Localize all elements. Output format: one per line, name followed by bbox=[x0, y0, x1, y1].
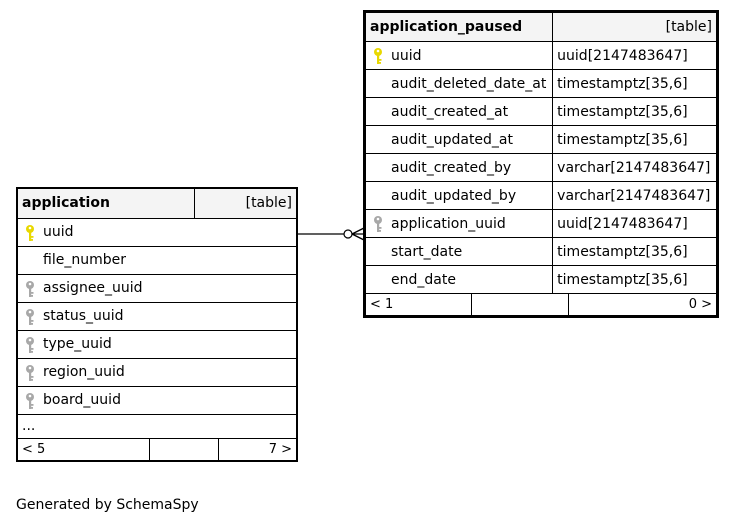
table-name: application bbox=[16, 187, 196, 219]
column-label: audit_updated_at bbox=[391, 131, 514, 148]
table-name: application_paused bbox=[363, 11, 554, 42]
children-count: 0 > bbox=[688, 297, 712, 312]
column-row: board_uuid bbox=[16, 385, 298, 415]
column-name: type_uuid bbox=[16, 329, 298, 359]
column-name: region_uuid bbox=[16, 357, 298, 387]
table-kind: [table] bbox=[194, 187, 298, 219]
column-name: uuid bbox=[363, 41, 554, 70]
primary-key-icon bbox=[24, 224, 36, 242]
column-row: uuid bbox=[16, 217, 298, 247]
column-row: audit_updated_at timestamptz[35,6] bbox=[363, 125, 718, 154]
column-label: audit_updated_by bbox=[391, 187, 517, 204]
column-name: application_uuid bbox=[363, 209, 554, 238]
column-name: audit_deleted_date_at bbox=[363, 69, 554, 98]
column-type: timestamptz[35,6] bbox=[552, 265, 718, 294]
column-name: audit_created_at bbox=[363, 97, 554, 126]
column-row: audit_created_by varchar[2147483647] bbox=[363, 153, 718, 182]
column-row: start_date timestamptz[35,6] bbox=[363, 237, 718, 266]
column-label: audit_created_at bbox=[391, 103, 509, 120]
column-row: file_number bbox=[16, 245, 298, 275]
column-type: uuid[2147483647] bbox=[552, 209, 718, 238]
parents-count: < 5 bbox=[18, 438, 150, 460]
column-row: end_date timestamptz[35,6] bbox=[363, 265, 718, 294]
column-label: status_uuid bbox=[43, 308, 124, 324]
column-row: uuid uuid[2147483647] bbox=[363, 41, 718, 70]
application-paused-table: application_paused [table] uuid uuid[2147… bbox=[363, 10, 719, 318]
column-name: audit_updated_at bbox=[363, 125, 554, 154]
column-type: varchar[2147483647] bbox=[552, 153, 718, 182]
column-name: assignee_uuid bbox=[16, 273, 298, 303]
column-label: start_date bbox=[391, 243, 463, 260]
column-row: type_uuid bbox=[16, 329, 298, 359]
column-label: uuid bbox=[391, 47, 422, 64]
parents-count: < 1 bbox=[366, 294, 472, 315]
more-columns-row: ... bbox=[16, 413, 298, 439]
column-row: audit_created_at timestamptz[35,6] bbox=[363, 97, 718, 126]
column-label: board_uuid bbox=[43, 392, 121, 408]
column-label: application_uuid bbox=[391, 215, 506, 232]
foreign-key-icon bbox=[24, 364, 36, 382]
more-columns: ... bbox=[16, 413, 298, 439]
column-label: audit_deleted_date_at bbox=[391, 75, 547, 92]
column-label: region_uuid bbox=[43, 364, 125, 380]
optional-circle bbox=[343, 229, 353, 239]
primary-key-icon bbox=[372, 47, 384, 65]
column-row: audit_updated_by varchar[2147483647] bbox=[363, 181, 718, 210]
footer-spacer bbox=[150, 438, 219, 460]
column-type: uuid[2147483647] bbox=[552, 41, 718, 70]
column-name: start_date bbox=[363, 237, 554, 266]
column-label: uuid bbox=[43, 224, 74, 240]
column-label: audit_created_by bbox=[391, 159, 512, 176]
column-row: application_uuid uuid[2147483647] bbox=[363, 209, 718, 238]
application-table: application [table] uuid file_number ass… bbox=[16, 187, 298, 462]
foreign-key-icon bbox=[24, 392, 36, 410]
column-label: assignee_uuid bbox=[43, 280, 143, 296]
foreign-key-icon bbox=[372, 215, 384, 233]
column-name: end_date bbox=[363, 265, 554, 294]
children-count: 7 > bbox=[268, 441, 292, 457]
column-label: file_number bbox=[43, 252, 126, 268]
column-row: assignee_uuid bbox=[16, 273, 298, 303]
column-name: board_uuid bbox=[16, 385, 298, 415]
foreign-key-icon bbox=[24, 308, 36, 326]
column-label: type_uuid bbox=[43, 336, 112, 352]
generated-by-text: Generated by SchemaSpy bbox=[16, 497, 199, 513]
table-footer: < 5 7 > bbox=[16, 437, 298, 461]
column-name: file_number bbox=[16, 245, 298, 275]
column-name: status_uuid bbox=[16, 301, 298, 331]
footer-spacer bbox=[472, 294, 569, 315]
column-type: timestamptz[35,6] bbox=[552, 97, 718, 126]
column-row: audit_deleted_date_at timestamptz[35,6] bbox=[363, 69, 718, 98]
table-footer: < 1 0 > bbox=[364, 293, 718, 317]
column-row: region_uuid bbox=[16, 357, 298, 387]
column-label: end_date bbox=[391, 271, 456, 288]
table-kind: [table] bbox=[552, 11, 718, 42]
column-name: audit_updated_by bbox=[363, 181, 554, 210]
column-type: varchar[2147483647] bbox=[552, 181, 718, 210]
column-type: timestamptz[35,6] bbox=[552, 125, 718, 154]
column-name: uuid bbox=[16, 217, 298, 247]
column-name: audit_created_by bbox=[363, 153, 554, 182]
column-type: timestamptz[35,6] bbox=[552, 237, 718, 266]
column-row: status_uuid bbox=[16, 301, 298, 331]
column-type: timestamptz[35,6] bbox=[552, 69, 718, 98]
foreign-key-icon bbox=[24, 336, 36, 354]
foreign-key-icon bbox=[24, 280, 36, 298]
